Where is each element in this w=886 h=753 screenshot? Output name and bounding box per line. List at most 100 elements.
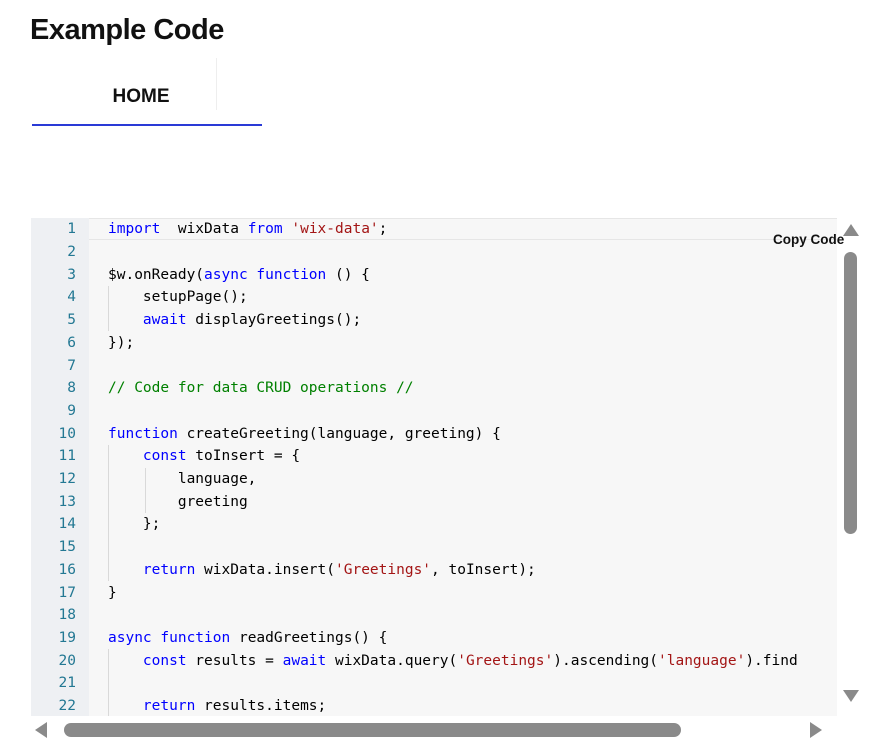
nav-divider bbox=[216, 58, 217, 110]
code-token: async bbox=[108, 629, 152, 646]
code-text: const toInsert = { bbox=[108, 448, 300, 464]
line-number: 19 bbox=[58, 629, 76, 646]
line-number: 20 bbox=[58, 652, 76, 669]
line-number: 22 bbox=[58, 698, 76, 715]
code-line: 20 const results = await wixData.query('… bbox=[31, 649, 837, 672]
code-line: 9 bbox=[31, 400, 837, 423]
code-token: , toInsert); bbox=[431, 561, 536, 578]
code-text: }); bbox=[108, 335, 134, 351]
code-token: // Code for data CRUD operations // bbox=[108, 380, 414, 397]
code-token: }); bbox=[108, 334, 135, 351]
scroll-up-arrow-icon[interactable] bbox=[843, 224, 859, 236]
code-token: toInsert = { bbox=[186, 448, 301, 465]
code-token: language, bbox=[108, 471, 257, 488]
code-token: () { bbox=[326, 266, 370, 283]
code-line: 15 bbox=[31, 536, 837, 559]
line-number: 10 bbox=[58, 425, 76, 442]
copy-code-button[interactable]: Copy Code bbox=[773, 232, 845, 247]
line-number: 21 bbox=[58, 675, 76, 692]
scroll-right-arrow-icon[interactable] bbox=[810, 722, 822, 738]
code-text: setupPage(); bbox=[108, 289, 248, 305]
code-line: 4 setupPage(); bbox=[31, 286, 837, 309]
code-token: await bbox=[282, 652, 327, 669]
code-token: 'language' bbox=[658, 652, 746, 669]
code-token: ).ascending( bbox=[553, 652, 659, 669]
code-token: function bbox=[256, 266, 327, 283]
vertical-scrollbar-thumb[interactable] bbox=[844, 252, 857, 534]
code-line: 13 greeting bbox=[31, 490, 837, 513]
main-nav: HOME bbox=[32, 58, 262, 126]
code-line: 10 function createGreeting(language, gree… bbox=[31, 422, 837, 445]
line-number: 16 bbox=[58, 561, 76, 578]
indent-guide bbox=[108, 286, 109, 331]
code-token: wixData.insert( bbox=[195, 561, 335, 578]
code-line: 14 }; bbox=[31, 513, 837, 536]
code-text: }; bbox=[108, 516, 160, 532]
code-token bbox=[108, 698, 143, 714]
code-token: import bbox=[108, 221, 161, 238]
code-token: return bbox=[142, 698, 196, 715]
code-line: 12 language, bbox=[31, 468, 837, 491]
line-number: 13 bbox=[58, 493, 76, 510]
code-text: import wixData from 'wix-data'; bbox=[108, 221, 387, 237]
code-token: createGreeting(language, greeting) { bbox=[177, 425, 501, 442]
code-token bbox=[108, 562, 143, 578]
code-token bbox=[108, 653, 143, 669]
code-token bbox=[108, 448, 143, 464]
code-token: const bbox=[142, 448, 187, 465]
code-token: readGreetings() { bbox=[230, 629, 388, 646]
code-token: 'Greetings' bbox=[457, 652, 554, 669]
line-number: 14 bbox=[58, 516, 76, 533]
code-token: wixData bbox=[160, 221, 248, 238]
code-line: 3$w.onReady(async function () { bbox=[31, 263, 837, 286]
code-line: 18 bbox=[31, 604, 837, 627]
code-line: 5 await displayGreetings(); bbox=[31, 309, 837, 332]
horizontal-scrollbar-thumb[interactable] bbox=[64, 723, 681, 737]
line-number: 7 bbox=[67, 357, 76, 374]
code-text: async function readGreetings() { bbox=[108, 630, 387, 646]
line-number-gutter bbox=[31, 218, 89, 716]
line-number: 3 bbox=[67, 266, 76, 283]
code-token: from bbox=[247, 221, 283, 238]
code-token: results.items; bbox=[195, 698, 327, 715]
code-line: 21 bbox=[31, 672, 837, 695]
indent-guide bbox=[145, 468, 146, 513]
line-number: 4 bbox=[67, 289, 76, 306]
code-token: ; bbox=[378, 221, 388, 238]
code-token: $w.onReady( bbox=[108, 266, 205, 283]
scroll-left-arrow-icon[interactable] bbox=[35, 722, 47, 738]
line-number: 5 bbox=[67, 312, 76, 329]
line-number: 11 bbox=[58, 448, 76, 465]
line-number: 2 bbox=[67, 244, 76, 261]
code-token: }; bbox=[108, 516, 161, 533]
code-text: return wixData.insert('Greetings', toIns… bbox=[108, 562, 536, 578]
indent-guide bbox=[108, 445, 109, 581]
code-line: 19 async function readGreetings() { bbox=[31, 627, 837, 650]
code-line: 11 const toInsert = { bbox=[31, 445, 837, 468]
code-text: } bbox=[108, 585, 117, 601]
code-text: return results.items; bbox=[108, 698, 326, 714]
code-token: return bbox=[142, 561, 196, 578]
nav-item-home[interactable]: HOME bbox=[32, 58, 262, 124]
code-token: results = bbox=[186, 652, 283, 669]
line-number: 8 bbox=[67, 380, 76, 397]
line-number: 17 bbox=[58, 584, 76, 601]
scroll-down-arrow-icon[interactable] bbox=[843, 690, 859, 702]
code-line: 16 return wixData.insert('Greetings', to… bbox=[31, 559, 837, 582]
line-number: 15 bbox=[58, 539, 76, 556]
code-text: await displayGreetings(); bbox=[108, 312, 361, 328]
code-token: function bbox=[108, 425, 178, 442]
code-token: ).find bbox=[745, 652, 798, 669]
code-token: 'Greetings' bbox=[335, 561, 432, 578]
code-token: } bbox=[108, 584, 117, 601]
line-number: 18 bbox=[58, 607, 76, 624]
code-line: 8 // Code for data CRUD operations // bbox=[31, 377, 837, 400]
code-token: setupPage(); bbox=[108, 289, 248, 306]
site-title: Example Code bbox=[30, 14, 224, 46]
code-line: 17} bbox=[31, 581, 837, 604]
code-line: 22 return results.items; bbox=[31, 695, 837, 716]
code-token: wixData.query( bbox=[326, 652, 458, 669]
